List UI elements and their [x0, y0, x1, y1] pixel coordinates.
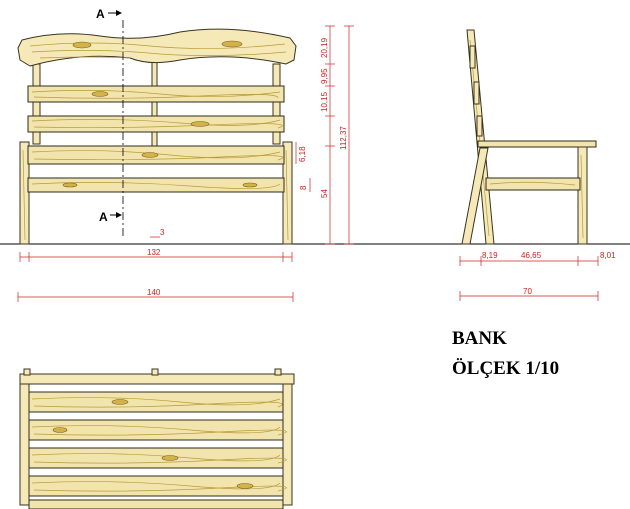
side-slat-end — [476, 115, 483, 137]
grain-line — [31, 481, 281, 490]
dim-label-54: 54 — [320, 189, 329, 198]
grain-line — [31, 150, 281, 159]
dim-label-70: 70 — [523, 287, 532, 296]
side-back-leg — [461, 147, 489, 245]
drawing-scale: ÖLÇEK 1/10 — [452, 358, 559, 379]
side-view — [461, 29, 597, 245]
wood-knot — [221, 40, 243, 48]
wood-knot — [141, 152, 159, 158]
top-seat-slat-5 — [28, 499, 284, 509]
grain-line — [31, 119, 281, 126]
section-label-top: A — [96, 7, 105, 21]
side-dimensions: 8,19 46,65 8,01 70 — [459, 251, 616, 301]
top-post-cap — [151, 368, 159, 376]
lower-stretcher — [27, 177, 285, 193]
top-leg-right — [282, 383, 293, 506]
side-seat — [477, 140, 597, 148]
wood-knot — [111, 399, 129, 405]
grain-line — [33, 429, 287, 436]
grain-line — [22, 149, 26, 241]
grain-line — [31, 397, 281, 406]
front-view: A A — [0, 7, 630, 245]
dim-label-46-65: 46,65 — [521, 251, 542, 260]
side-stretcher — [485, 177, 581, 191]
dim-label-8-19: 8,19 — [482, 251, 498, 260]
section-arrowhead-bottom — [116, 212, 122, 218]
grain-line — [285, 149, 289, 241]
grain-line — [29, 42, 286, 49]
grain-line — [489, 181, 576, 186]
side-slat-end — [473, 81, 480, 105]
wood-knot — [161, 455, 179, 461]
wood-knot — [236, 483, 254, 489]
top-seat-slat-1 — [28, 391, 284, 413]
top-view — [19, 368, 295, 509]
grain-line — [33, 155, 284, 161]
wood-knot — [91, 91, 109, 97]
wood-knot — [242, 182, 258, 188]
section-arrowhead-top — [116, 10, 122, 16]
dim-label-10-15: 10,15 — [320, 91, 329, 112]
side-slat-end — [469, 45, 476, 69]
wood-knot — [62, 182, 78, 188]
wood-knot — [72, 41, 92, 49]
grain-line — [469, 39, 490, 237]
front-leg-right — [282, 141, 293, 245]
grain-line — [39, 56, 131, 59]
dim-label-9-95: 9,95 — [320, 68, 329, 84]
wood-knot — [190, 121, 210, 127]
section-label-bottom: A — [99, 210, 108, 224]
top-leg-left — [19, 383, 30, 506]
front-top-rail — [17, 28, 297, 67]
dim-label-8-01: 8,01 — [600, 251, 616, 260]
dim-label-132: 132 — [147, 248, 161, 257]
grain-line — [31, 453, 281, 462]
side-front-leg — [577, 146, 588, 245]
grain-line — [33, 457, 287, 464]
backrest-slat-1 — [27, 85, 285, 103]
top-post-cap — [23, 368, 31, 376]
grain-line — [33, 485, 287, 492]
grain-line — [33, 401, 283, 408]
grain-line — [31, 90, 281, 97]
drawing-title: BANK — [452, 328, 507, 349]
front-dimensions: 132 140 3 6,18 8 10,15 9,95 20,19 54 112… — [17, 25, 354, 302]
wood-knot — [52, 427, 68, 433]
top-seat-slat-3 — [28, 447, 284, 469]
top-post-cap — [274, 368, 282, 376]
grain-line — [31, 182, 281, 189]
dim-label-3: 3 — [160, 228, 165, 237]
dim-label-6-18: 6,18 — [298, 146, 307, 162]
front-back-post-right — [272, 63, 281, 145]
grain-line — [31, 50, 287, 56]
dim-label-112-37: 112,37 — [339, 126, 348, 150]
grain-line — [580, 154, 584, 239]
front-leg-left — [19, 141, 30, 245]
grain-line — [33, 94, 279, 99]
dim-label-140: 140 — [147, 288, 161, 297]
dim-label-8: 8 — [299, 185, 308, 190]
dim-label-20-19: 20,19 — [320, 37, 329, 58]
grain-line — [31, 425, 281, 434]
